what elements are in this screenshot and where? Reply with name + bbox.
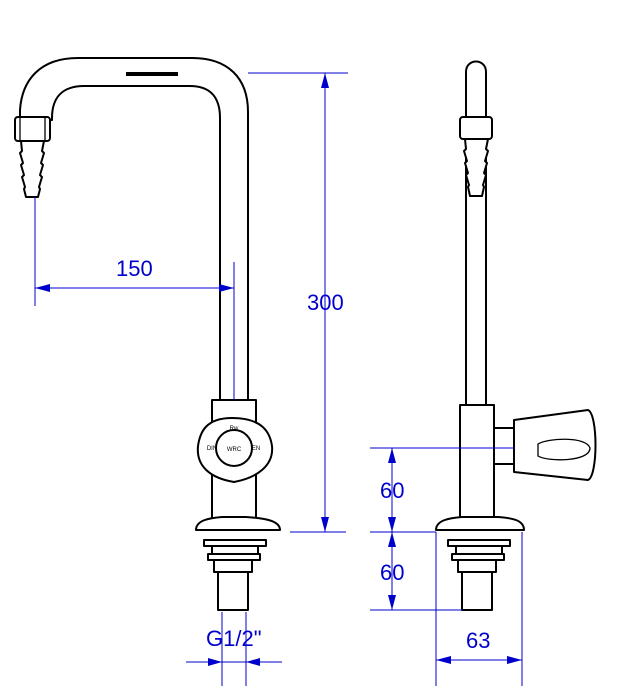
side-pipe: [465, 60, 487, 409]
hose-nozzle: [19, 140, 45, 198]
gooseneck-spout: [19, 57, 249, 401]
dim-label-150: 150: [116, 256, 153, 281]
handle-mark-right: EN: [252, 446, 260, 452]
brand-mark: WRC: [227, 447, 242, 453]
side-valve-body: [459, 404, 495, 520]
dim-label-thread: G1/2": [206, 626, 262, 651]
front-view: WRC DIN EN Rw: [14, 57, 281, 611]
dim-label-60-lower: 60: [380, 560, 404, 585]
side-view: [435, 60, 597, 611]
dimension-lines: [34, 72, 523, 686]
front-shank-nut: [213, 559, 253, 573]
front-flange: [195, 516, 281, 531]
side-nozzle-nut: [459, 116, 493, 140]
side-hose-nozzle: [463, 138, 489, 197]
side-handle-recess: [537, 438, 591, 461]
side-shank-nut: [457, 559, 497, 573]
spout-slot: [126, 72, 178, 76]
side-handle: [513, 409, 597, 481]
dim-label-60-upper: 60: [380, 478, 404, 503]
side-flange: [435, 516, 525, 531]
front-locknut: [211, 545, 259, 555]
handle-center-cap: [215, 429, 253, 467]
dim-label-300: 300: [307, 290, 344, 315]
side-stem: [493, 427, 515, 465]
handle-mark-top: Rw: [230, 426, 239, 432]
side-locknut: [455, 545, 503, 555]
handle-mark-left: DIN: [207, 446, 217, 452]
dim-label-63: 63: [466, 628, 490, 653]
